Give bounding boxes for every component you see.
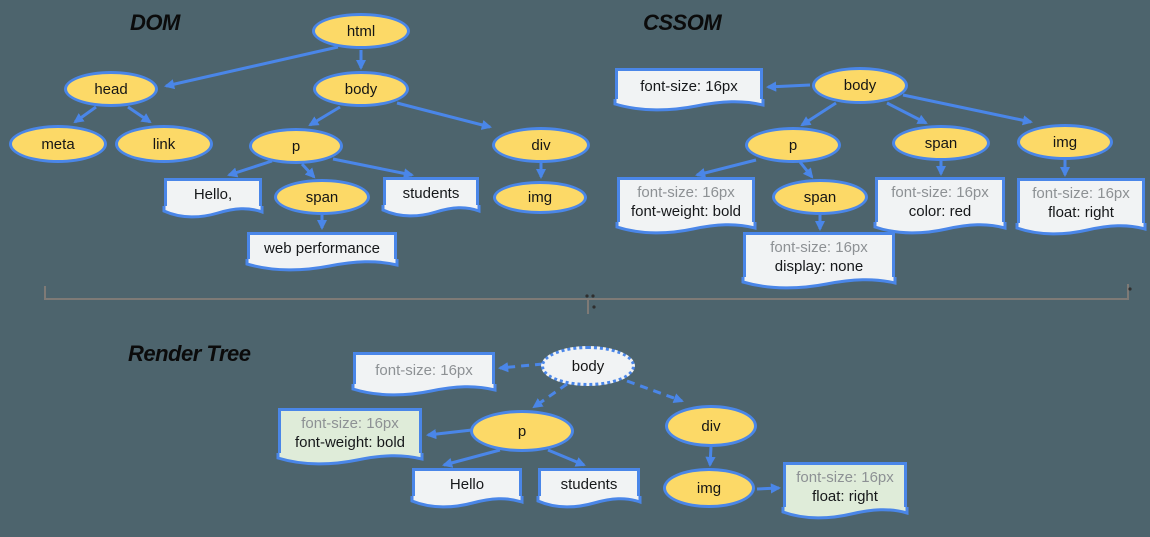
edge-rt-body-p: [532, 382, 568, 409]
cssom-rule-span-child: font-size: 16px display: none: [743, 232, 895, 279]
dom-node-link: link: [115, 125, 213, 163]
rt-rule-body-line1: font-size: 16px: [375, 362, 473, 379]
rt-rule-p: font-size: 16px font-weight: bold: [278, 408, 422, 455]
rt-text-students-label: students: [560, 476, 618, 493]
edge-rt-img-rule: [756, 483, 782, 494]
dom-node-body: body: [313, 71, 409, 107]
render-tree-title: Render Tree: [128, 341, 251, 366]
edge-p-students: [332, 157, 414, 179]
cssom-node-span: span: [892, 125, 990, 161]
rt-node-div: div: [665, 405, 757, 447]
cssom-title: CSSOM: [643, 10, 722, 35]
dom-text-hello: Hello,: [164, 178, 262, 208]
document-wave-edge: [615, 99, 763, 110]
document-wave-edge: [875, 222, 1005, 233]
edge-cssom-p-span: [798, 161, 814, 179]
edge-cssom-body-img: [902, 93, 1033, 126]
document-wave-edge: [743, 277, 895, 288]
edge-body-div: [396, 101, 492, 130]
document-wave-edge: [1017, 223, 1145, 234]
edge-head-link: [127, 105, 152, 124]
document-wave-edge: [278, 453, 422, 464]
dom-node-meta: meta: [9, 125, 107, 163]
edge-rt-body-div: [626, 379, 684, 404]
edge-cssom-body-rule: [765, 81, 811, 92]
cssom-rule-p-line2: font-weight: bold: [630, 203, 742, 220]
dom-text-web-performance-label: web performance: [264, 239, 380, 257]
dom-node-span: span: [274, 179, 370, 215]
rt-rule-img-line2: float: right: [812, 488, 878, 505]
document-wave-edge: [164, 206, 262, 217]
cssom-node-body: body: [812, 67, 908, 104]
brace-dot: [591, 294, 595, 298]
cssom-rule-p: font-size: 16px font-weight: bold: [617, 177, 755, 224]
edge-head-meta: [73, 105, 97, 124]
cssom-rule-img: font-size: 16px float: right: [1017, 178, 1145, 225]
edge-p-hello: [227, 159, 273, 178]
brace-dot: [1128, 287, 1132, 291]
edge-rt-p-hello: [442, 448, 501, 468]
brace-dot: [585, 294, 589, 298]
document-wave-edge: [247, 259, 397, 270]
dom-text-hello-label: Hello,: [193, 186, 233, 203]
edge-rt-p-students: [547, 448, 586, 467]
dom-node-div: div: [492, 127, 590, 163]
cssom-rule-span-child-line1: font-size: 16px: [770, 239, 868, 256]
document-wave-edge: [617, 222, 755, 233]
rt-node-img: img: [663, 468, 755, 508]
dom-node-head: head: [64, 71, 158, 107]
dom-title: DOM: [130, 10, 180, 35]
cssom-rule-span: font-size: 16px color: red: [875, 177, 1005, 224]
edge-rt-div-img: [705, 446, 716, 468]
rt-rule-img: font-size: 16px float: right: [783, 462, 907, 509]
cssom-rule-span-line1: font-size: 16px: [891, 184, 989, 201]
edge-cssom-body-p: [800, 101, 837, 127]
dom-text-students: students: [383, 177, 479, 207]
dom-node-html: html: [312, 13, 410, 49]
edge-rt-p-rule: [425, 428, 473, 440]
dom-text-students-label: students: [402, 185, 460, 202]
dom-node-p: p: [249, 128, 343, 164]
rt-rule-p-line1: font-size: 16px: [301, 415, 399, 432]
edge-cssom-body-span: [886, 101, 928, 125]
rt-rule-img-line1: font-size: 16px: [796, 469, 894, 486]
cssom-rule-p-line1: font-size: 16px: [637, 184, 735, 201]
edge-html-head: [164, 45, 339, 90]
dom-node-img: img: [493, 181, 587, 214]
brace-dot: [592, 305, 596, 309]
edge-body-p: [308, 105, 341, 127]
rt-rule-body: font-size: 16px: [353, 352, 495, 386]
document-wave-edge: [412, 496, 522, 507]
rt-node-body: body: [541, 346, 635, 386]
edge-rt-body-rule: [497, 362, 544, 373]
cssom-rule-img-line1: font-size: 16px: [1032, 185, 1130, 202]
dom-text-web-performance: web performance: [247, 232, 397, 261]
cssom-node-img: img: [1017, 124, 1113, 160]
cssom-rule-span-child-line2: display: none: [774, 258, 864, 275]
document-wave-edge: [383, 205, 479, 216]
rt-text-students: students: [538, 468, 640, 498]
cssom-rule-body-line1: font-size: 16px: [640, 77, 738, 95]
document-wave-edge: [783, 507, 907, 518]
edge-p-span: [300, 162, 316, 179]
rt-node-p: p: [470, 410, 574, 452]
rt-text-hello-label: Hello: [449, 476, 485, 493]
document-wave-edge: [353, 384, 495, 395]
merge-brace-line: [44, 284, 1129, 314]
cssom-rule-img-line2: float: right: [1048, 204, 1114, 221]
cssom-node-span-child: span: [772, 179, 868, 215]
cssom-rule-body: font-size: 16px: [615, 68, 763, 101]
cssom-node-p: p: [745, 127, 841, 163]
rt-text-hello: Hello: [412, 468, 522, 498]
rt-rule-p-line2: font-weight: bold: [294, 434, 406, 451]
edge-cssom-p-rule: [695, 158, 757, 178]
cssom-rule-span-line2: color: red: [908, 203, 972, 220]
document-wave-edge: [538, 496, 640, 507]
